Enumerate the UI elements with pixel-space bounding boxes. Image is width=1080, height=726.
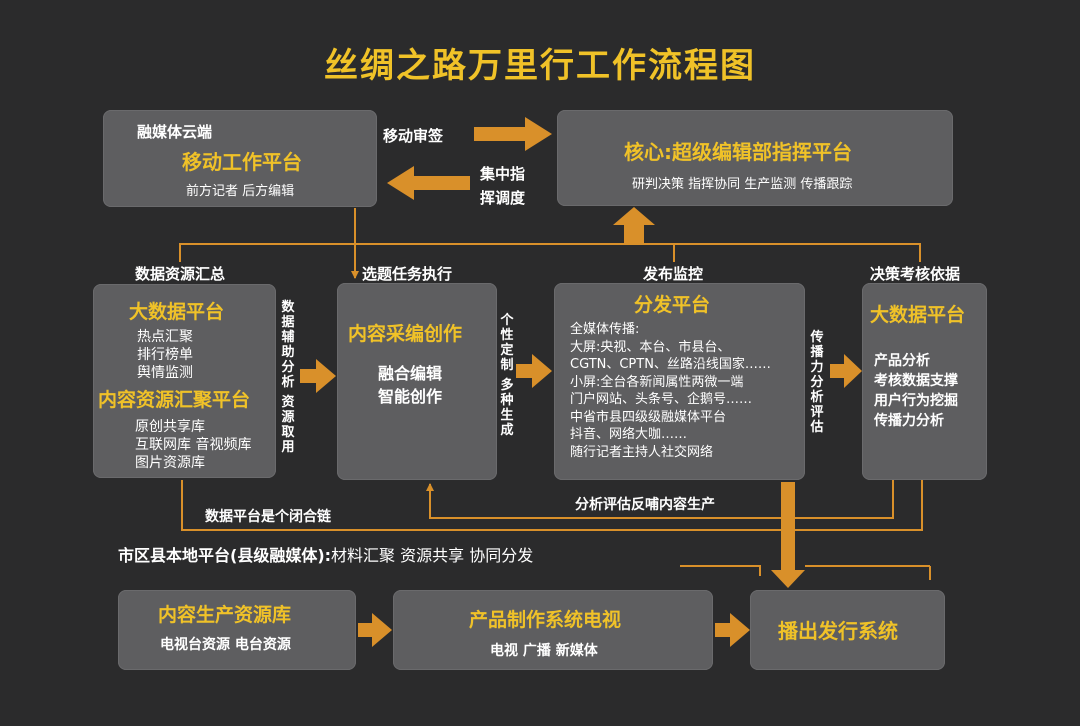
product-system-subtitle: 电视 广播 新媒体 (490, 643, 598, 659)
resource-library-subtitle: 电视台资源 电台资源 (160, 637, 291, 653)
arrow-bigdata-content (300, 359, 336, 393)
bigdata-right-item: 用户行为挖掘 (874, 393, 958, 409)
cloud-title: 移动工作平台 (182, 150, 302, 174)
dist-item: 门户网站、头条号、企鹅号…… (570, 392, 753, 407)
bigdata-right-item: 考核数据支撑 (874, 373, 958, 389)
feedback-label: 分析评估反哺内容生产 (575, 497, 715, 513)
bigdata-item-opinion: 舆情监测 (137, 365, 193, 381)
broadcast-system-title: 播出发行系统 (778, 619, 898, 643)
central-command-label-1: 集中指 (480, 165, 526, 183)
dist-item: 小屏:全台各新闻属性两微一端 (570, 374, 744, 390)
resource-item-image: 图片资源库 (135, 455, 205, 471)
content-creation-box (337, 283, 497, 480)
local-platform-line (680, 565, 761, 576)
bigdata-right-item: 产品分析 (874, 353, 930, 369)
bigdata-item-hot: 热点汇聚 (137, 329, 193, 345)
product-system-box (393, 590, 713, 670)
vertical-data-assist: 数据辅助分析 (281, 300, 295, 390)
arrow-up-core (613, 207, 655, 244)
dist-item: 抖音、网络大咖…… (570, 427, 688, 442)
cloud-label: 融媒体云端 (137, 123, 213, 141)
central-command-label-2: 挥调度 (480, 189, 526, 207)
resource-item-internet: 互联网库 音视频库 (135, 437, 252, 453)
cloud-platform-box (103, 110, 377, 207)
dist-item: 大屏:央视、本台、市县台、 (570, 339, 731, 355)
local-platform-suffix: 材料汇聚 资源共享 协同分发 (331, 546, 534, 565)
label-decision-basis: 决策考核依据 (870, 265, 961, 283)
dist-item: 全媒体传播: (570, 322, 640, 337)
arrow-resource-product (358, 613, 392, 647)
dist-item: 中省市县四级级融媒体平台 (570, 409, 727, 425)
arrow-dist-bigdata (830, 354, 862, 388)
label-task-execution: 选题任务执行 (362, 265, 453, 283)
arrow-product-broadcast (715, 613, 750, 647)
label-data-aggregation: 数据资源汇总 (135, 265, 226, 283)
content-item-fusion: 融合编辑 (378, 364, 443, 383)
content-title: 内容采编创作 (348, 323, 463, 345)
arrow-central-command (387, 166, 470, 200)
dist-item: CGTN、CPTN、丝路沿线国家…… (570, 357, 771, 372)
closed-loop-line (181, 480, 923, 531)
resource-library-box (118, 590, 356, 670)
resource-item-original: 原创共享库 (135, 419, 205, 435)
bigdata-left-title: 大数据平台 (129, 301, 225, 323)
content-resource-title: 内容资源汇聚平台 (98, 389, 251, 411)
vertical-multi-gen: 多种生成 (500, 378, 514, 438)
content-item-smart: 智能创作 (378, 387, 443, 406)
vertical-spread-eval: 传播力分析评估 (810, 330, 824, 435)
arrow-content-dist (516, 354, 552, 388)
cloud-subtitle: 前方记者 后方编辑 (186, 184, 295, 199)
vertical-resource-fetch: 资源取用 (281, 395, 295, 455)
resource-library-title: 内容生产资源库 (158, 604, 292, 626)
mobile-review-label: 移动审签 (383, 127, 444, 145)
closed-loop-label: 数据平台是个闭合链 (205, 509, 331, 525)
dist-title: 分发平台 (634, 294, 711, 316)
local-platform-prefix: 市区县本地平台(县级融媒体): (118, 546, 332, 565)
broadcast-system-box (750, 590, 945, 670)
dist-list: 全媒体传播: 大屏:央视、本台、市县台、 CGTN、CPTN、丝路沿线国家…… … (570, 321, 771, 461)
bigdata-item-rank: 排行榜单 (137, 347, 193, 363)
core-command-box (557, 110, 953, 206)
core-title: 核心:超级编辑部指挥平台 (624, 140, 852, 164)
bigdata-right-box (862, 283, 987, 480)
bigdata-right-title: 大数据平台 (870, 304, 966, 326)
arrow-mobile-review (474, 117, 552, 151)
distribution-box (554, 283, 805, 480)
arrow-down-broadcast (771, 482, 805, 588)
top-bus-line (179, 243, 921, 262)
bigdata-right-item: 传播力分析 (874, 413, 944, 429)
dist-item: 随行记者主持人社交网络 (570, 444, 714, 460)
product-system-title: 产品制作系统电视 (469, 609, 622, 631)
vertical-personalized: 个性定制 (500, 313, 514, 373)
feedback-loop-line (426, 480, 894, 519)
bigdata-left-box (93, 284, 276, 478)
page-title: 丝绸之路万里行工作流程图 (324, 46, 756, 86)
core-subtitle: 研判决策 指挥协同 生产监测 传播跟踪 (632, 177, 853, 192)
local-platform-text: 市区县本地平台(县级融媒体):材料汇聚 资源共享 协同分发 (118, 542, 533, 566)
label-publish-monitor: 发布监控 (643, 265, 704, 283)
